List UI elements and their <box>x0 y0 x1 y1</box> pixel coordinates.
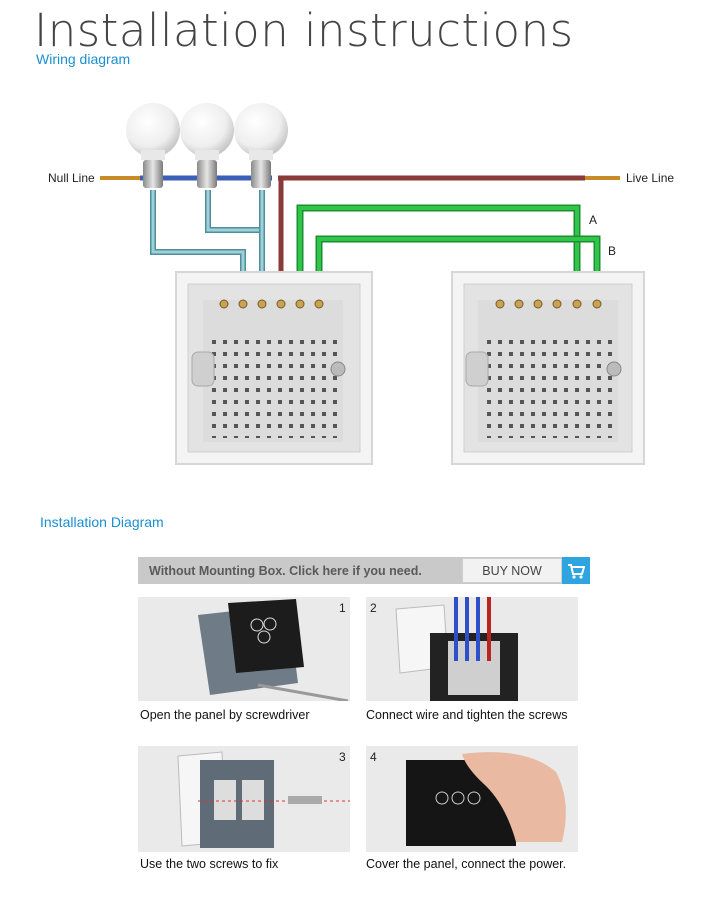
buy-now-button[interactable]: BUY NOW <box>462 558 562 583</box>
installation-heading: Installation Diagram <box>40 514 164 530</box>
section-subtitle-wiring: Wiring diagram <box>36 51 131 67</box>
step-2-image <box>366 597 578 701</box>
step-2-caption: Connect wire and tighten the screws <box>366 708 568 722</box>
step-1-caption: Open the panel by screwdriver <box>140 708 310 722</box>
step-1-number: 1 <box>339 601 346 615</box>
step-3-image <box>138 746 350 852</box>
wire-a-label: A <box>589 213 598 227</box>
step-4-number: 4 <box>370 750 377 764</box>
page-title: Installation instructions <box>34 4 574 57</box>
wiring-diagram <box>100 103 645 465</box>
step-2-number: 2 <box>370 601 377 615</box>
light-bulb-icon <box>126 103 180 188</box>
banner-text[interactable]: Without Mounting Box. Click here if you … <box>149 563 422 578</box>
live-line-label: Live Line <box>626 171 675 185</box>
null-line-label: Null Line <box>48 171 95 185</box>
light-bulb-icon <box>234 103 288 188</box>
traveler-wire-a <box>298 206 579 300</box>
step-3-number: 3 <box>339 750 346 764</box>
step-4-image <box>366 746 578 852</box>
light-bulb-icon <box>180 103 234 188</box>
mounting-box-banner[interactable]: Without Mounting Box. Click here if you … <box>138 557 590 584</box>
wire-b-label: B <box>608 244 617 258</box>
step-1-image <box>138 597 350 701</box>
traveler-wire-b <box>317 237 599 300</box>
switch-right <box>451 271 645 465</box>
step-3-caption: Use the two screws to fix <box>140 857 279 871</box>
switch-left <box>175 271 373 465</box>
step-4-caption: Cover the panel, connect the power. <box>366 857 567 871</box>
cart-icon[interactable] <box>562 557 590 584</box>
